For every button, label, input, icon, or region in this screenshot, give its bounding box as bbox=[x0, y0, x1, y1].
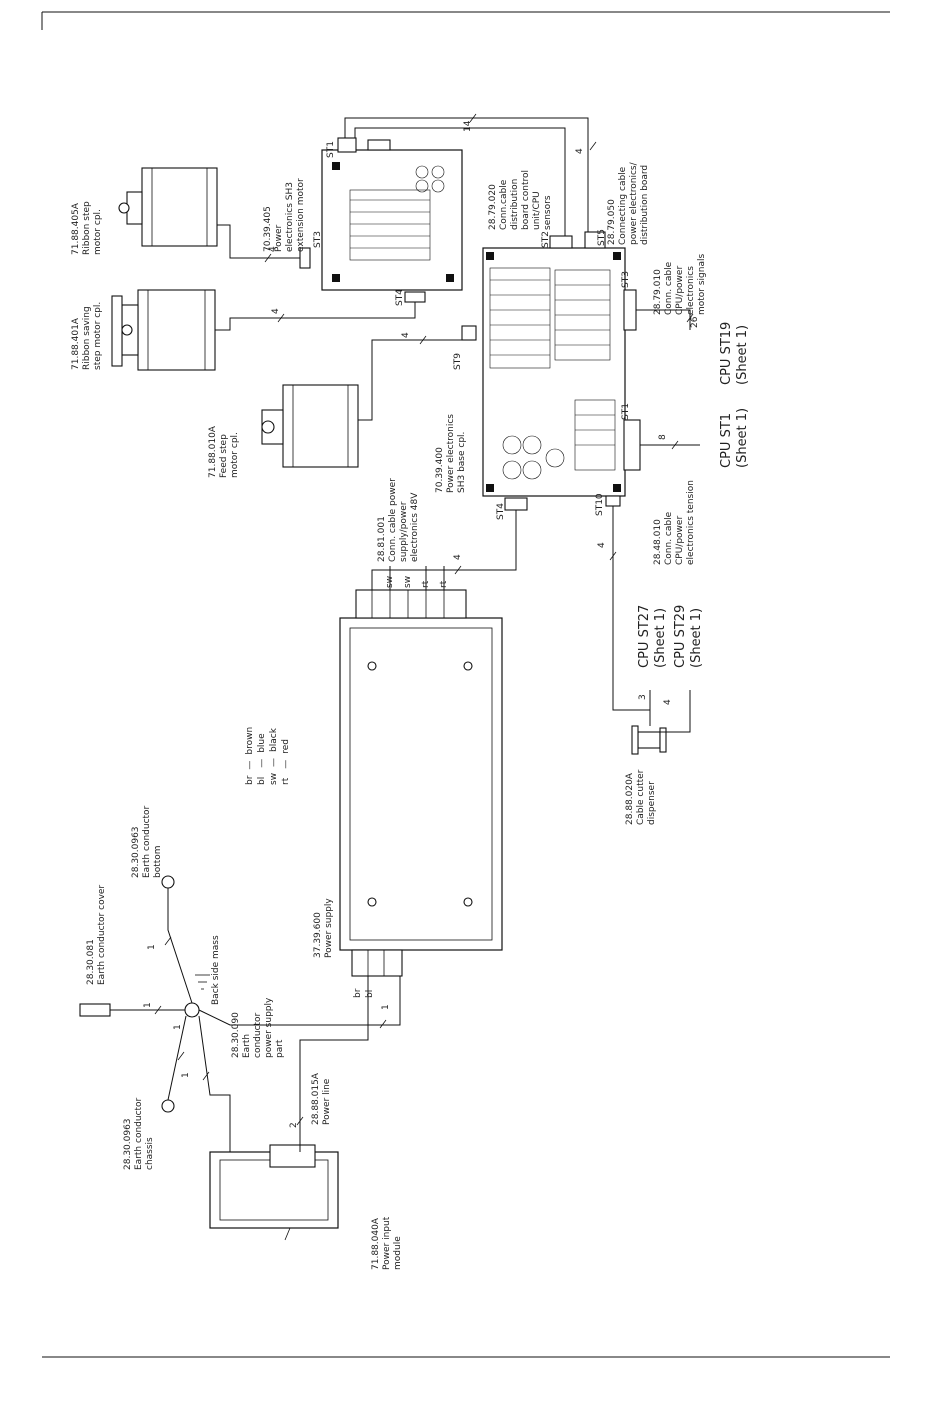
label-pe-base: 70.39.400 Power electronics SH3 base cpl… bbox=[435, 411, 467, 493]
label-ribbon-step-motor: 71.88.405A Ribbon step motor cpl. bbox=[71, 198, 103, 255]
ps-terminal: br bbox=[353, 988, 363, 998]
label-cpu-st19: CPU ST19 (Sheet 1) bbox=[719, 318, 750, 385]
connector-label: ST5 bbox=[597, 229, 607, 246]
legend-row: br—brown bbox=[245, 727, 255, 785]
wire-color: rt bbox=[421, 580, 431, 588]
wire-count: 4 bbox=[453, 554, 463, 560]
power-electronics-base-board bbox=[461, 231, 641, 511]
connector-label: ST3 bbox=[313, 231, 323, 248]
wire-count: 4 bbox=[401, 332, 411, 338]
wire-count: 8 bbox=[658, 434, 668, 440]
ribbon-saving-step-motor bbox=[111, 289, 216, 371]
connector-label: ST1 bbox=[326, 141, 336, 158]
wire-count: 4 bbox=[575, 148, 585, 154]
connector-label: ST4 bbox=[496, 503, 506, 520]
wire-count: 2 bbox=[289, 1122, 299, 1128]
wire-count: 1 bbox=[143, 1002, 153, 1008]
label-tension-cable: 28.48.010 Conn. cable CPU/power electron… bbox=[653, 480, 696, 565]
label-earth-chassis: 28.30.0963 Earth conductor chassis bbox=[123, 1095, 155, 1170]
connector-labels: ST1 ST2 ST3 ST3 ST4 ST4 ST1 ST5 ST9 ST10 bbox=[313, 141, 631, 520]
wire-count-labels: 14 4 4 4 4 26 8 4 4 3 4 2 1 1 1 1 1 bbox=[143, 120, 700, 1128]
wire-count: 4 bbox=[268, 246, 278, 252]
legend-row: sw—black bbox=[269, 727, 279, 785]
wires bbox=[79, 117, 700, 1152]
legend-row: rt—red bbox=[281, 739, 291, 785]
connector-label: ST2 bbox=[541, 231, 551, 248]
label-feed-step-motor: 71.88.010A Feed step motor cpl. bbox=[208, 423, 240, 478]
wire-count: 1 bbox=[381, 1004, 391, 1010]
label-earth-ps: 28.30.090 Earth conductor power supply p… bbox=[231, 995, 285, 1058]
wire-color: sw bbox=[385, 576, 395, 588]
wire-count: 1 bbox=[181, 1072, 191, 1078]
wire-count: 1 bbox=[173, 1024, 183, 1030]
label-motor-signals: 28.79.010 Conn. cable CPU/power electron… bbox=[653, 254, 707, 315]
color-legend: br—brown bl—blue sw—black rt—red bbox=[245, 727, 291, 785]
connector-label: ST10 bbox=[595, 493, 605, 516]
label-cpu-st1: CPU ST1 (Sheet 1) bbox=[719, 408, 750, 468]
wire-color-labels: sw sw rt rt br bl bbox=[353, 576, 449, 998]
wire-count: 4 bbox=[271, 308, 281, 314]
label-power-supply: 37.39.600 Power supply bbox=[313, 898, 334, 958]
ribbon-step-motor bbox=[118, 167, 218, 247]
label-earth-cover: 28.30.081 Earth conductor cover bbox=[86, 885, 107, 985]
label-pe-extension: 70.39.405 Power electronics SH3 extensio… bbox=[263, 178, 306, 252]
power-electronics-extension-board bbox=[299, 137, 463, 303]
connector-label: ST9 bbox=[453, 353, 463, 370]
ps-terminal: bl bbox=[365, 990, 375, 998]
label-cable-cutter: 28.88.020A Cable cutter dispenser bbox=[625, 767, 657, 825]
wire-count: 4 bbox=[663, 699, 673, 705]
wire-color: rt bbox=[439, 580, 449, 588]
label-power-input: 71.88.040A Power input module bbox=[371, 1214, 403, 1270]
label-connecting-cable: 28.79.050 Connecting cable power electro… bbox=[607, 160, 650, 246]
power-input-module bbox=[209, 1144, 339, 1241]
wire-count: 1 bbox=[147, 944, 157, 950]
label-distribution-board: 28.79.020 Conn.cable distribution board … bbox=[488, 167, 553, 230]
label-cpu-st29: CPU ST29 (Sheet 1) bbox=[673, 601, 704, 668]
wire-count-ticks bbox=[154, 113, 694, 1126]
power-supply bbox=[339, 589, 503, 977]
wire-color: sw bbox=[403, 576, 413, 588]
label-ribbon-saving-motor: 71.88.401A Ribbon saving step motor cpl. bbox=[71, 302, 103, 370]
wire-count: 4 bbox=[597, 542, 607, 548]
wire-count: 14 bbox=[463, 120, 473, 132]
wire-count: 3 bbox=[638, 694, 648, 700]
connector-label: ST4 bbox=[395, 289, 405, 306]
connector-label: ST1 bbox=[621, 403, 631, 420]
label-earth-bottom: 28.30.0963 Earth conductor bottom bbox=[131, 803, 163, 878]
label-cpu-st27: CPU ST27 (Sheet 1) bbox=[637, 601, 668, 668]
wire-count: 26 bbox=[690, 316, 700, 328]
connector-label: ST3 bbox=[621, 271, 631, 288]
feed-step-motor bbox=[261, 384, 359, 468]
label-ps-cable: 28.81.001 Conn. cable power supply/power… bbox=[377, 475, 420, 562]
label-power-line: 28.88.015A Power line bbox=[311, 1070, 332, 1125]
legend-row: bl—blue bbox=[257, 733, 267, 785]
cable-cutter-dispenser bbox=[631, 725, 667, 755]
label-mass: Back side mass bbox=[211, 935, 221, 1005]
